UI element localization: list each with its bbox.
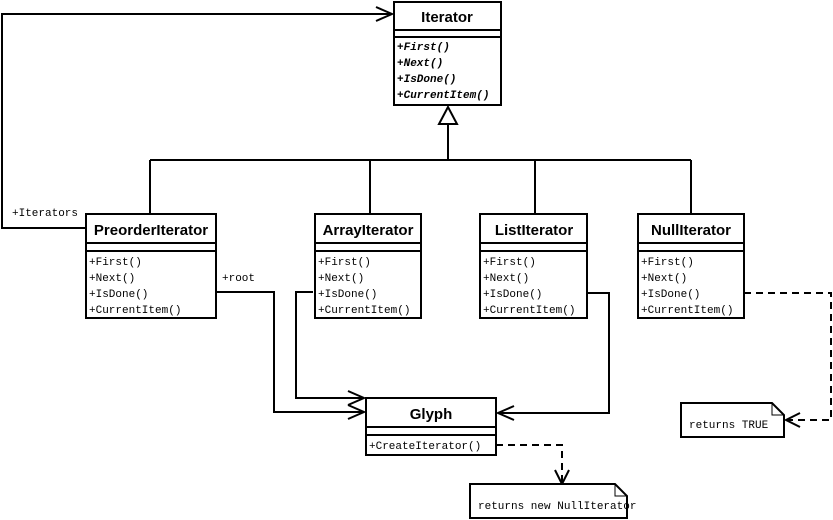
method: +IsDone() (641, 289, 700, 301)
method: +CurrentItem() (89, 305, 181, 317)
list-glyph-association (495, 292, 610, 421)
method: +First() (89, 257, 142, 269)
class-list-iterator[interactable]: ListIterator +First() +Next() +IsDone() … (479, 213, 588, 319)
method: +Next() (318, 273, 364, 285)
class-preorder-iterator[interactable]: PreorderIterator +First() +Next() +IsDon… (85, 213, 217, 319)
generalization-lines (149, 104, 692, 214)
class-name: Glyph (410, 406, 453, 423)
note-returns-new-null-iterator[interactable]: returns new NullIterator (469, 483, 636, 519)
method: +IsDone() (397, 74, 456, 86)
method: +Next() (641, 273, 687, 285)
glyph-note-dependency (496, 444, 570, 487)
method: +CurrentItem() (397, 90, 489, 102)
root-role-label: +root (222, 273, 255, 285)
method: +Next() (483, 273, 529, 285)
class-name: ArrayIterator (323, 222, 414, 239)
inheritance-triangle-icon (437, 104, 459, 125)
class-glyph[interactable]: Glyph +CreateIterator() (365, 397, 497, 456)
note-text: returns new NullIterator (478, 501, 636, 513)
class-name: NullIterator (651, 222, 731, 239)
method: +Next() (89, 273, 135, 285)
class-iterator[interactable]: Iterator +First() +Next() +IsDone() +Cur… (393, 1, 502, 106)
method: +IsDone() (89, 289, 148, 301)
class-name: ListIterator (495, 222, 574, 239)
note-text: returns TRUE (689, 420, 769, 432)
method: +First() (641, 257, 694, 269)
method: +First() (483, 257, 536, 269)
class-array-iterator[interactable]: ArrayIterator +First() +Next() +IsDone()… (314, 213, 422, 319)
array-glyph-association (295, 291, 367, 406)
class-name: PreorderIterator (94, 222, 208, 239)
method: +CurrentItem() (641, 305, 733, 317)
root-association: +root (216, 273, 367, 420)
method: +CurrentItem() (318, 305, 410, 317)
note-returns-true[interactable]: returns TRUE (680, 402, 785, 438)
class-name: Iterator (421, 9, 473, 26)
method: +CurrentItem() (483, 305, 575, 317)
null-note-dependency (744, 292, 832, 428)
method: +IsDone() (483, 289, 542, 301)
method: +First() (318, 257, 371, 269)
method: +Next() (397, 58, 443, 70)
iterators-role-label: +Iterators (12, 208, 78, 220)
iterators-association: +Iterators (1, 6, 395, 229)
class-null-iterator[interactable]: NullIterator +First() +Next() +IsDone() … (637, 213, 745, 319)
method: +First() (397, 42, 450, 54)
method: +CreateIterator() (369, 441, 481, 453)
method: +IsDone() (318, 289, 377, 301)
